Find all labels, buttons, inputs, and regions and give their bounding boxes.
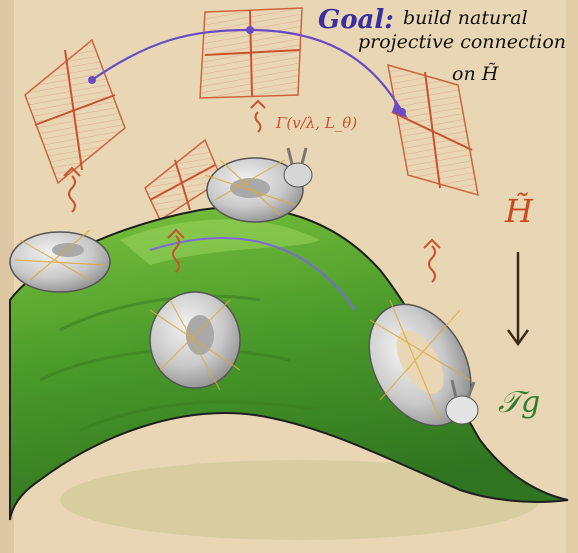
goal-line-1: build natural [403, 7, 528, 29]
curve-point [246, 26, 254, 34]
goal-line-2: projective connection [358, 31, 566, 53]
paper-edge-right [566, 0, 578, 553]
bundle-label: H̃ [504, 192, 534, 230]
goal-line-3: on H̃ [452, 63, 499, 85]
curve-point [88, 76, 96, 84]
torus-bunny-icon [150, 292, 240, 390]
base-label: 𝒯g [498, 385, 540, 420]
lift-annotation: Γ(v/λ, L_θ) [275, 114, 357, 132]
tangent-plane-icon [200, 8, 302, 98]
